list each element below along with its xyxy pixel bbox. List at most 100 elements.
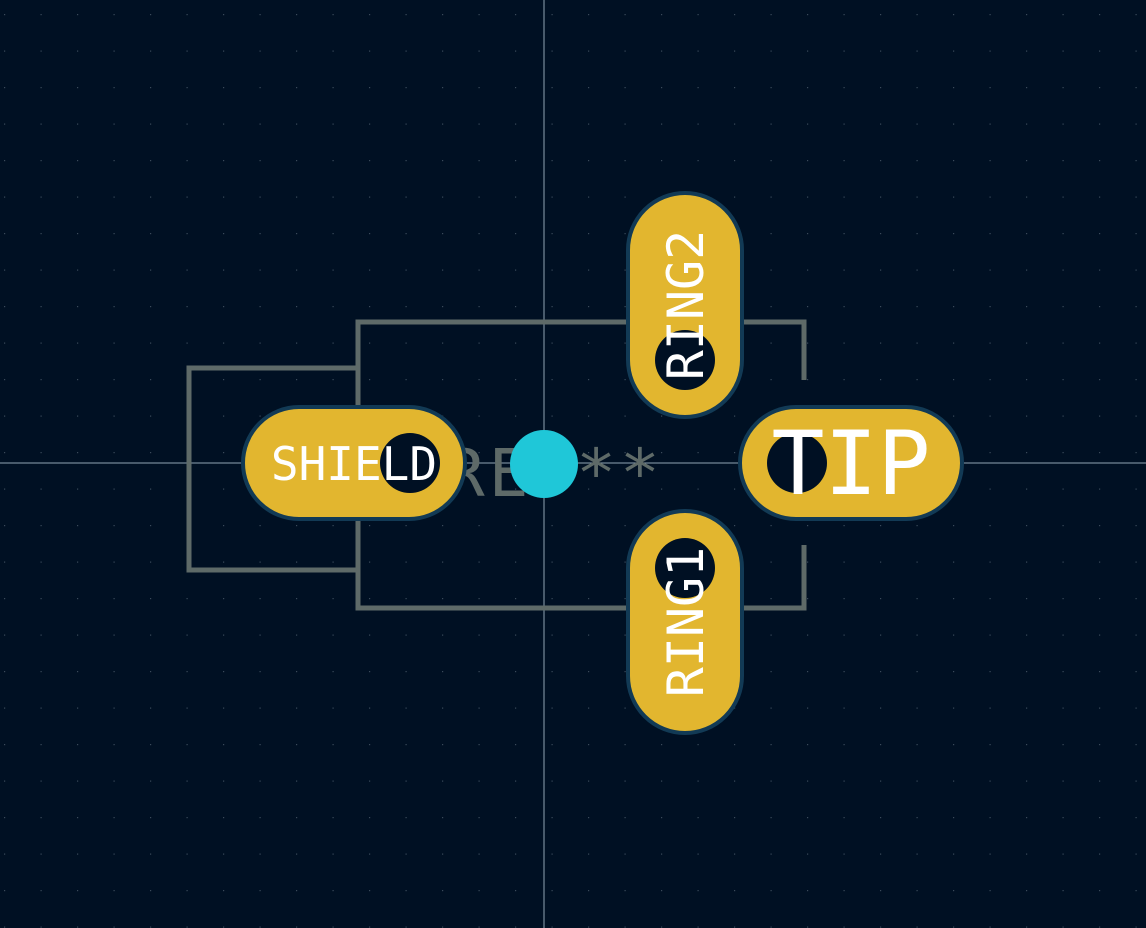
grid-dot	[478, 780, 480, 782]
grid-dot	[369, 123, 371, 125]
grid-dot	[1099, 14, 1101, 16]
grid-dot	[259, 50, 261, 52]
footprint-anchor[interactable]	[510, 430, 578, 498]
grid-dot	[953, 671, 955, 673]
grid-dot	[880, 379, 882, 381]
grid-dot	[4, 50, 6, 52]
grid-dot	[916, 853, 918, 855]
grid-dot	[1062, 853, 1064, 855]
grid-dot	[843, 123, 845, 125]
grid-dot	[953, 269, 955, 271]
grid-dot	[1135, 671, 1137, 673]
grid-dot	[405, 379, 407, 381]
pad-shield[interactable]: SHIELD	[241, 405, 467, 521]
grid-dot	[1099, 707, 1101, 709]
grid-dot	[953, 780, 955, 782]
grid-dot	[478, 890, 480, 892]
grid-dot	[515, 853, 517, 855]
grid-dot	[4, 926, 6, 928]
grid-dot	[770, 87, 772, 89]
grid-dot	[551, 634, 553, 636]
grid-dot	[624, 634, 626, 636]
grid-dot	[223, 671, 225, 673]
grid-dot	[807, 817, 809, 819]
grid-dot	[259, 634, 261, 636]
grid-dot	[734, 488, 736, 490]
grid-dot	[1135, 488, 1137, 490]
grid-dot	[515, 415, 517, 417]
grid-dot	[588, 50, 590, 52]
grid-dot	[40, 306, 42, 308]
grid-dot	[223, 123, 225, 125]
grid-dot	[369, 196, 371, 198]
grid-dot	[916, 233, 918, 235]
grid-dot	[1135, 707, 1137, 709]
grid-dot	[624, 160, 626, 162]
grid-dot	[77, 160, 79, 162]
grid-dot	[369, 379, 371, 381]
grid-dot	[1026, 50, 1028, 52]
grid-dot	[1135, 926, 1137, 928]
grid-dot	[478, 707, 480, 709]
grid-dot	[186, 342, 188, 344]
grid-dot	[186, 926, 188, 928]
grid-dot	[989, 634, 991, 636]
grid-dot	[624, 123, 626, 125]
grid-dot	[734, 780, 736, 782]
grid-dot	[989, 926, 991, 928]
grid-dot	[113, 671, 115, 673]
grid-dot	[1135, 14, 1137, 16]
grid-dot	[880, 50, 882, 52]
grid-dot	[697, 123, 699, 125]
grid-dot	[369, 50, 371, 52]
grid-dot	[989, 452, 991, 454]
grid-dot	[113, 233, 115, 235]
pad-ring1[interactable]: RING1	[626, 509, 744, 735]
grid-dot	[1062, 87, 1064, 89]
grid-dot	[77, 342, 79, 344]
grid-dot	[661, 926, 663, 928]
pad-tip[interactable]: TIP	[738, 405, 964, 521]
grid-dot	[259, 926, 261, 928]
grid-dot	[1135, 233, 1137, 235]
grid-dot	[624, 14, 626, 16]
grid-dot	[880, 160, 882, 162]
grid-dot	[843, 306, 845, 308]
grid-dot	[588, 123, 590, 125]
grid-dot	[405, 780, 407, 782]
grid-dot	[1099, 379, 1101, 381]
grid-dot	[770, 744, 772, 746]
grid-dot	[4, 342, 6, 344]
grid-dot	[332, 634, 334, 636]
grid-dot	[369, 598, 371, 600]
grid-dot	[478, 452, 480, 454]
grid-dot	[77, 853, 79, 855]
grid-dot	[843, 160, 845, 162]
pad-ring2[interactable]: RING2	[626, 191, 744, 419]
grid-dot	[77, 817, 79, 819]
grid-dot	[1026, 926, 1028, 928]
grid-dot	[442, 160, 444, 162]
grid-dot	[697, 488, 699, 490]
grid-dot	[332, 342, 334, 344]
grid-dot	[223, 452, 225, 454]
grid-dot	[1099, 306, 1101, 308]
grid-dot	[624, 87, 626, 89]
grid-dot	[405, 853, 407, 855]
grid-dot	[405, 707, 407, 709]
grid-dot	[1062, 50, 1064, 52]
grid-dot	[77, 744, 79, 746]
grid-dot	[807, 196, 809, 198]
grid-dot	[989, 525, 991, 527]
grid-dot	[989, 744, 991, 746]
grid-dot	[843, 14, 845, 16]
grid-dot	[259, 744, 261, 746]
grid-dot	[40, 890, 42, 892]
grid-dot	[843, 525, 845, 527]
grid-dot	[369, 561, 371, 563]
grid-dot	[223, 780, 225, 782]
grid-dot	[515, 744, 517, 746]
grid-dot	[916, 780, 918, 782]
